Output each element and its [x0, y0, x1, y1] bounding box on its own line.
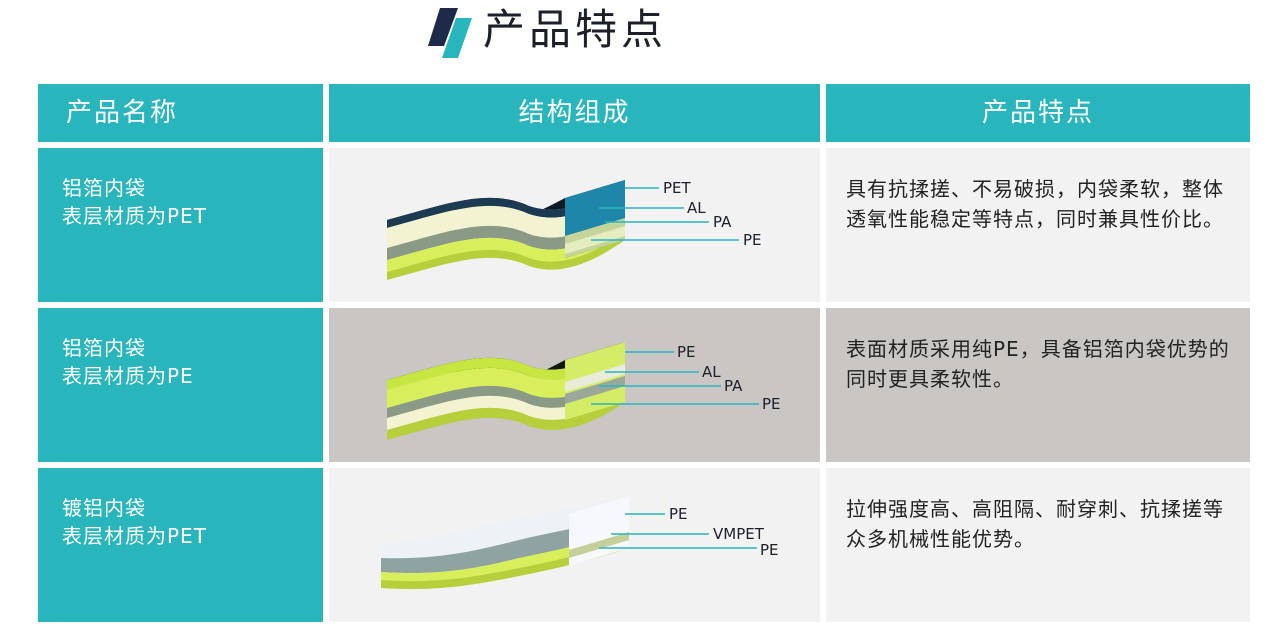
layer-structure-diagram: PE AL PA PE [387, 342, 781, 440]
structure-diagram-cell: PE VMPET PE [329, 468, 820, 622]
product-name-cell: 铝箔内袋 表层材质为PE [38, 308, 323, 462]
header-features: 产品特点 [826, 84, 1250, 142]
layer-label: PA [713, 213, 732, 231]
layer-label: PE [762, 395, 781, 413]
layer-label: PA [724, 377, 743, 395]
layer-label: PE [677, 343, 696, 361]
product-feature-text: 拉伸强度高、高阻隔、耐穿刺、抗揉搓等众多机械性能优势。 [826, 468, 1250, 622]
layer-label: PE [760, 541, 779, 559]
layer-label: PE [669, 505, 688, 523]
layer-label: AL [702, 363, 721, 381]
product-material-line: 表层材质为PET [62, 204, 207, 228]
structure-diagram-cell: PE AL PA PE [329, 308, 820, 462]
header-product-name: 产品名称 [38, 84, 323, 142]
layer-label: VMPET [713, 525, 765, 543]
product-name-line: 铝箔内袋 [62, 336, 146, 360]
layer-label: PE [743, 231, 762, 249]
product-material-line: 表层材质为PET [62, 524, 207, 548]
slash-logo-icon [428, 8, 472, 58]
product-feature-text: 具有抗揉搓、不易破损，内袋柔软，整体透氧性能稳定等特点，同时兼具性价比。 [826, 148, 1250, 302]
page-header: 产品特点 [0, 0, 1284, 80]
page-title: 产品特点 [483, 5, 668, 54]
layer-label: PET [663, 179, 692, 197]
product-name-cell: 镀铝内袋 表层材质为PET [38, 468, 323, 622]
layer-label: AL [687, 199, 706, 217]
header-structure: 结构组成 [329, 84, 820, 142]
product-name-line: 镀铝内袋 [62, 496, 146, 520]
product-feature-text: 表面材质采用纯PE，具备铝箔内袋优势的同时更具柔软性。 [826, 308, 1250, 462]
product-material-line: 表层材质为PE [62, 364, 194, 388]
product-name-line: 铝箔内袋 [62, 176, 146, 200]
product-name-cell: 铝箔内袋 表层材质为PET [38, 148, 323, 302]
structure-diagram-cell: PET AL PA PE [329, 148, 820, 302]
layer-structure-diagram: PE VMPET PE [381, 496, 779, 590]
layer-structure-diagram: PET AL PA PE [387, 179, 762, 280]
